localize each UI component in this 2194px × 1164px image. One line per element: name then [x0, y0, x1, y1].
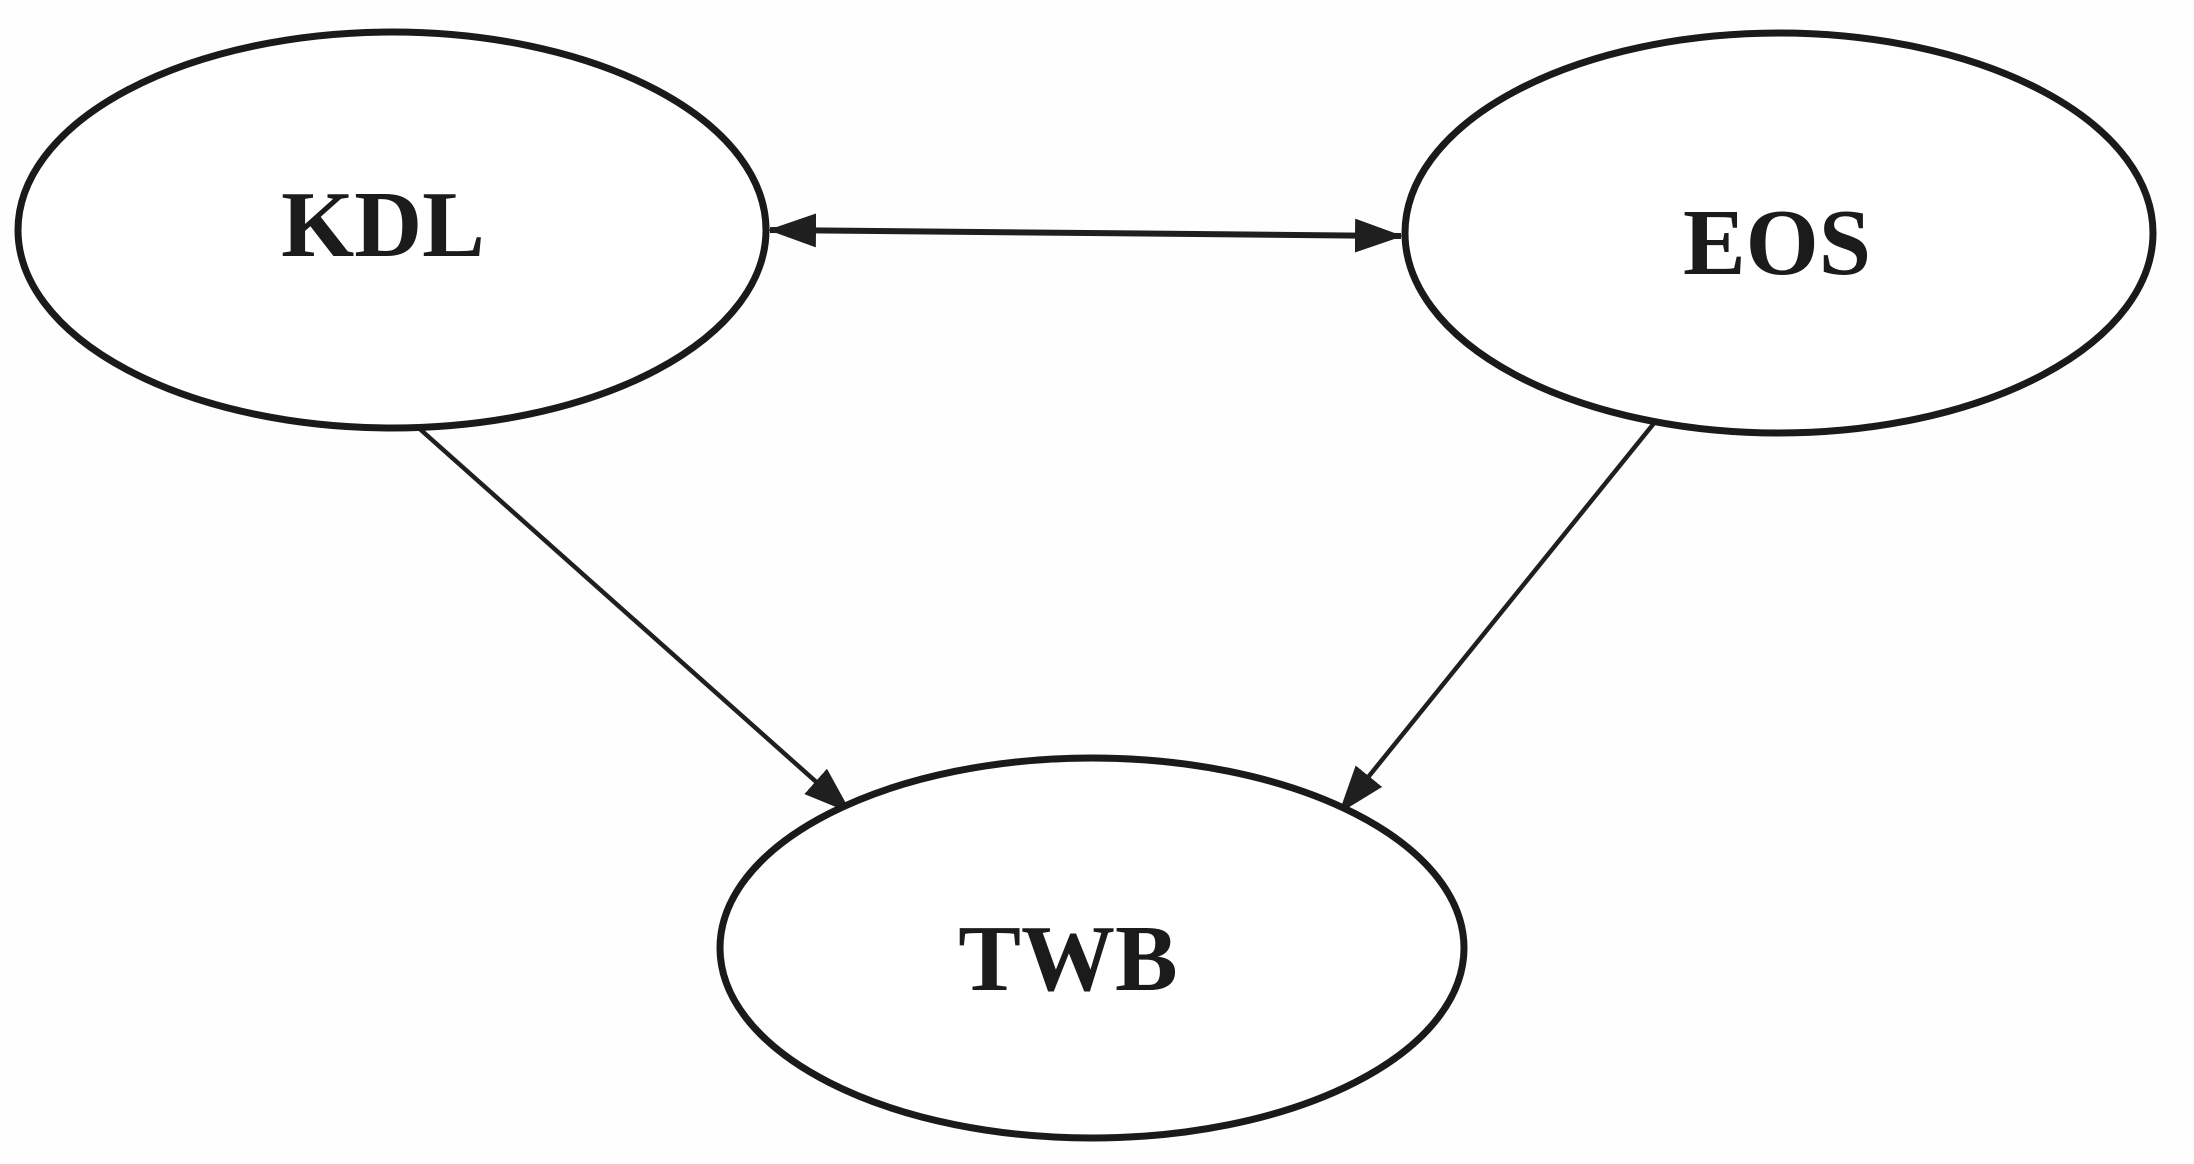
- diagram-edges: [392, 213, 1657, 814]
- node-ellipse-eos: [1401, 29, 2157, 437]
- node-label-twb: TWB: [958, 907, 1177, 1011]
- edge-kdl-eos-double-arrow: [768, 213, 1403, 253]
- node-ellipse-twb: [716, 754, 1468, 1142]
- edge-kdl-twb-arrow: [392, 404, 852, 814]
- node-label-eos: EOS: [1683, 191, 1871, 295]
- diagram-nodes: KDL EOS TWB: [14, 28, 2157, 1142]
- node-ellipse-kdl: [14, 28, 770, 432]
- node-label-kdl: KDL: [281, 173, 485, 277]
- edge-eos-twb-arrow: [1338, 420, 1657, 814]
